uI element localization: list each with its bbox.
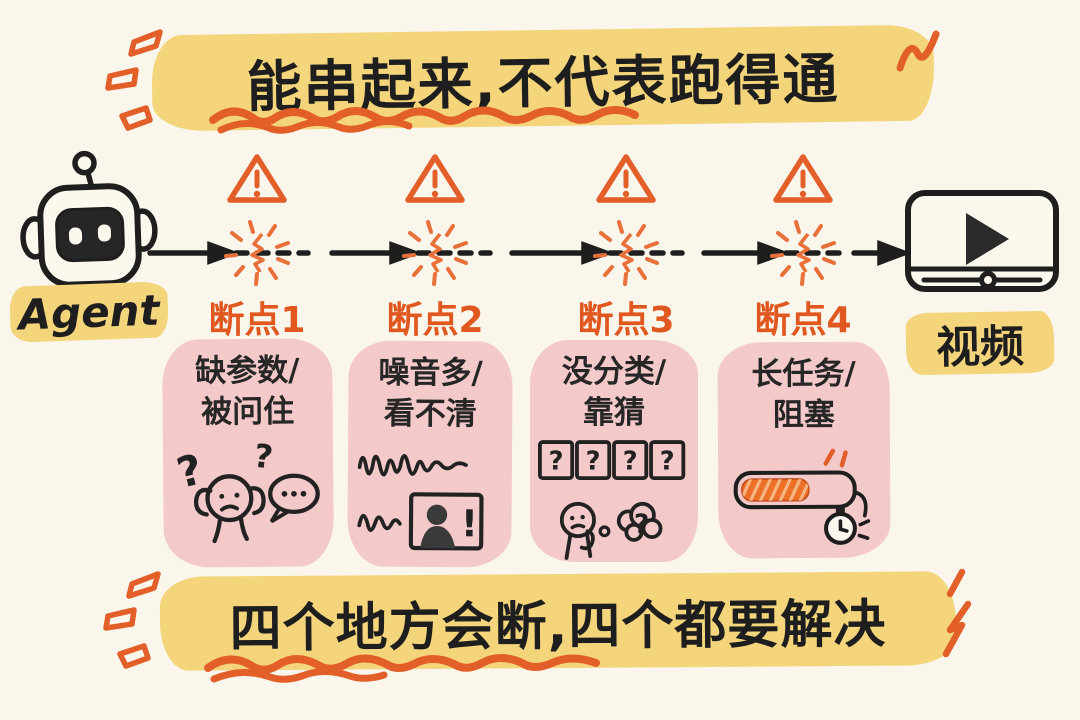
- issue-card-4: 长任务/ 阻塞: [717, 341, 891, 559]
- progress-knob: [979, 271, 997, 289]
- breakpoint-3-label: 断点3: [577, 300, 675, 341]
- issue-card-2: 噪音多/ 看不清 !: [347, 340, 513, 568]
- stopwatch-icon: [824, 507, 871, 545]
- issue-card-3-line1: 没分类/: [561, 354, 667, 390]
- thought-bubble-icon: [616, 501, 663, 542]
- emphasis-mark-top-right-icon: [896, 30, 940, 72]
- question-boxes-icon: ? ? ? ? ?: [538, 439, 686, 560]
- pipeline-flow: [147, 152, 912, 286]
- issue-card-1: 缺参数/ 被问住 ? ?: [162, 338, 334, 568]
- thinking-person-icon: [559, 501, 611, 560]
- issue-card-2-line2: 看不清: [383, 395, 477, 433]
- question-mark: ?: [660, 446, 675, 476]
- blurry-video-icon: !: [408, 492, 484, 551]
- breakpoint-1-label: 断点1: [208, 300, 306, 341]
- issue-card-3-line2: 靠猜: [583, 394, 645, 431]
- progress-bar-icon: [733, 448, 871, 545]
- breakpoint-4-label: 断点4: [754, 300, 852, 341]
- emphasis-marks-bottom-left-icon: [103, 571, 161, 669]
- breakpoint-2-label: 断点2: [386, 300, 484, 341]
- question-mark: ?: [586, 446, 601, 476]
- noise-waveform-icon: !: [357, 453, 484, 551]
- issue-card-3: 没分类/ 靠猜 ? ? ? ?: [530, 340, 698, 562]
- question-mark: ?: [634, 509, 649, 540]
- confused-person-icon: ? ?: [172, 436, 320, 543]
- question-mark: ?: [252, 436, 276, 476]
- bottom-title-underline-squiggle-icon: [204, 654, 600, 683]
- exclamation-mark: !: [461, 502, 478, 545]
- emphasis-marks-top-left-icon: [105, 29, 163, 131]
- top-title-underline-squiggle-icon: [209, 106, 639, 134]
- video-label: 视频: [905, 310, 1055, 376]
- play-icon: [966, 213, 1009, 265]
- issue-card-2-line1: 噪音多/: [378, 354, 483, 392]
- question-mark: ?: [623, 446, 638, 476]
- speech-bubble-icon: [268, 473, 320, 523]
- issue-card-1-line2: 被问住: [200, 393, 295, 431]
- issue-card-4-line1: 长任务/: [751, 355, 856, 393]
- question-mark: ?: [549, 446, 564, 476]
- issue-card-1-line1: 缺参数/: [194, 352, 300, 390]
- video-player-icon: [905, 190, 1059, 292]
- agent-robot-icon: [20, 150, 158, 288]
- issue-card-4-line2: 阻塞: [772, 396, 835, 434]
- emphasis-marks-bottom-right-icon: [942, 568, 972, 658]
